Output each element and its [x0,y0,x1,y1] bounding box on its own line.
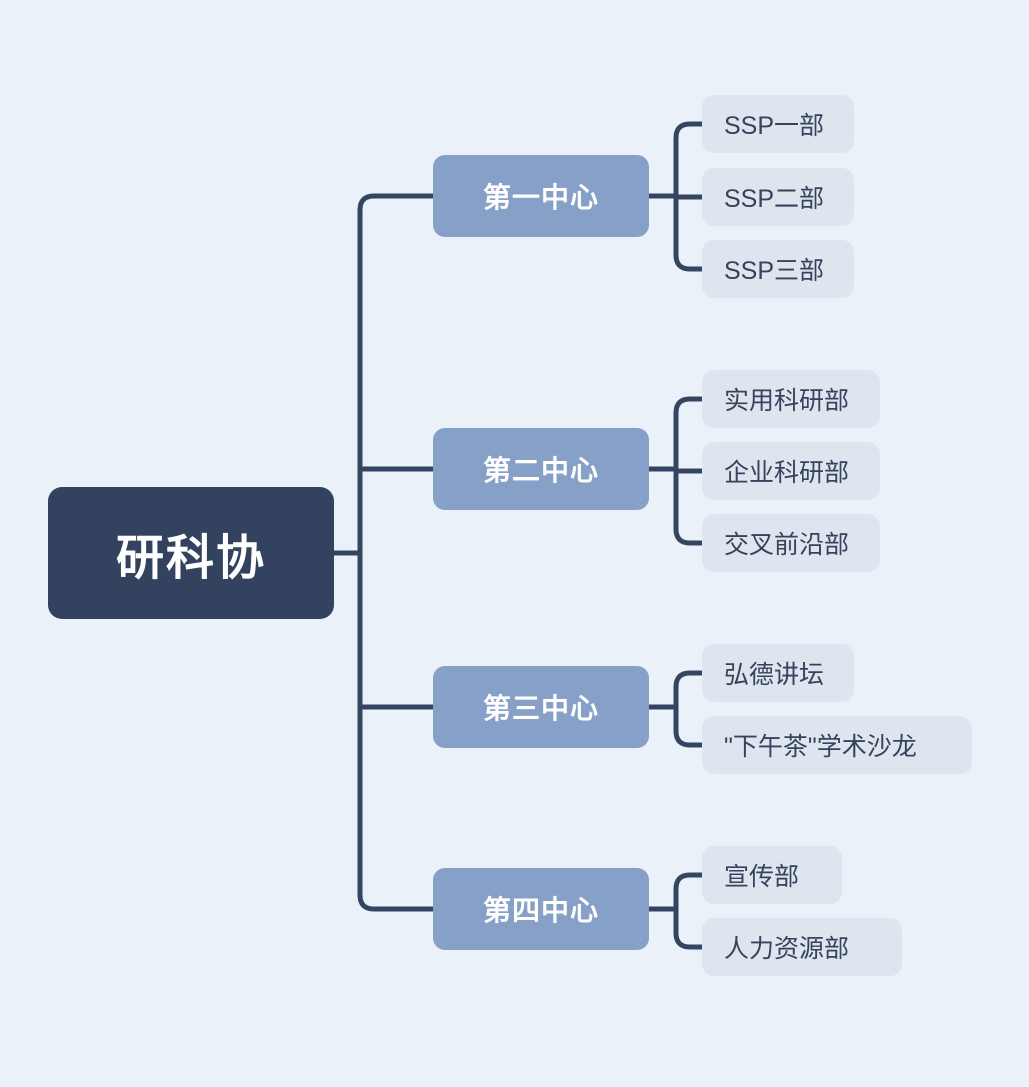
leaf-node-2-2[interactable]: 企业科研部 [702,442,880,500]
connector-line [673,872,705,892]
leaf-node-1-3[interactable]: SSP三部 [702,240,854,298]
branch-node-2[interactable]: 第二中心 [433,428,649,510]
connector-line [673,728,705,748]
branch-node-1[interactable]: 第一中心 [433,155,649,237]
branch-node-4[interactable]: 第四中心 [433,868,649,950]
root-node[interactable]: 研科协 [48,487,334,619]
branch-node-3[interactable]: 第三中心 [433,666,649,748]
leaf-node-1-1[interactable]: SSP一部 [702,95,854,153]
leaf-node-1-2[interactable]: SSP二部 [702,168,854,226]
connector-line [673,396,705,416]
connector-line [673,670,705,690]
leaf-node-4-1[interactable]: 宣传部 [702,846,842,904]
connector-line [357,892,436,912]
connector-line [357,193,377,898]
connector-line [673,252,705,272]
leaf-node-2-3[interactable]: 交叉前沿部 [702,514,880,572]
connector-line [357,193,436,213]
leaf-node-3-1[interactable]: 弘德讲坛 [702,644,854,702]
leaf-node-3-2[interactable]: "下午茶"学术沙龙 [702,716,972,774]
connector-line [673,526,705,546]
leaf-node-2-1[interactable]: 实用科研部 [702,370,880,428]
leaf-node-4-2[interactable]: 人力资源部 [702,918,902,976]
connector-line [673,930,705,950]
connector-line [673,121,705,141]
